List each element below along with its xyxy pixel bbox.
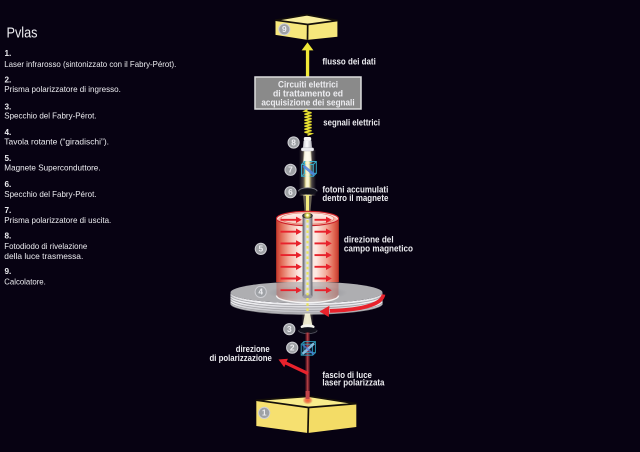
svg-text:5: 5 (258, 244, 263, 254)
svg-text:flusso dei dati: flusso dei dati (322, 57, 375, 67)
svg-text:Specchio del Fabry-Pérot.: Specchio del Fabry-Pérot. (4, 111, 96, 120)
svg-text:Magnete Superconduttore.: Magnete Superconduttore. (4, 164, 100, 173)
svg-text:campo magnetico: campo magnetico (344, 243, 413, 253)
svg-text:4: 4 (258, 287, 263, 297)
svg-text:direzione: direzione (236, 344, 270, 354)
svg-text:Prisma polarizzatore di ingres: Prisma polarizzatore di ingresso. (4, 85, 121, 94)
svg-text:Circuiti elettrici: Circuiti elettrici (278, 79, 338, 89)
svg-text:laser polarizzata: laser polarizzata (322, 378, 385, 388)
svg-text:della luce trasmessa.: della luce trasmessa. (4, 252, 83, 261)
svg-text:Specchio del Fabry-Pérot.: Specchio del Fabry-Pérot. (4, 190, 96, 199)
svg-text:Fotodiodo di rivelazione: Fotodiodo di rivelazione (4, 242, 87, 251)
svg-text:6.: 6. (5, 180, 12, 189)
svg-text:di trattamento ed: di trattamento ed (273, 89, 343, 99)
svg-text:Prisma polarizzatore di uscita: Prisma polarizzatore di uscita. (4, 216, 111, 225)
svg-text:2: 2 (290, 343, 295, 353)
svg-text:Tavola rotante (“giradischi”).: Tavola rotante (“giradischi”). (4, 138, 109, 147)
svg-text:segnali elettrici: segnali elettrici (323, 118, 380, 128)
svg-text:1.: 1. (5, 49, 12, 58)
svg-text:4.: 4. (5, 128, 12, 137)
svg-text:Laser infrarosso (sintonizzato: Laser infrarosso (sintonizzato con il Fa… (4, 60, 176, 69)
svg-text:9: 9 (282, 24, 287, 34)
svg-text:direzione del: direzione del (344, 235, 394, 245)
svg-text:7.: 7. (5, 206, 12, 215)
svg-text:5.: 5. (5, 154, 12, 163)
svg-text:2.: 2. (5, 76, 12, 85)
svg-text:8: 8 (291, 137, 296, 147)
svg-text:dentro il magnete: dentro il magnete (322, 193, 388, 203)
svg-text:3: 3 (287, 324, 292, 334)
svg-text:9.: 9. (5, 267, 12, 276)
svg-text:Pvlas: Pvlas (7, 25, 38, 42)
svg-text:8.: 8. (5, 232, 12, 241)
svg-text:Calcolatore.: Calcolatore. (4, 278, 46, 287)
svg-text:3.: 3. (5, 103, 12, 112)
svg-text:fotoni accumulati: fotoni accumulati (322, 185, 388, 195)
svg-text:acquisizione dei segnali: acquisizione dei segnali (261, 97, 354, 107)
svg-text:7: 7 (288, 165, 293, 175)
svg-text:fascio di luce: fascio di luce (322, 370, 372, 380)
svg-text:6: 6 (288, 187, 293, 197)
svg-text:1: 1 (262, 408, 267, 418)
svg-text:di polarizzazione: di polarizzazione (210, 353, 272, 363)
